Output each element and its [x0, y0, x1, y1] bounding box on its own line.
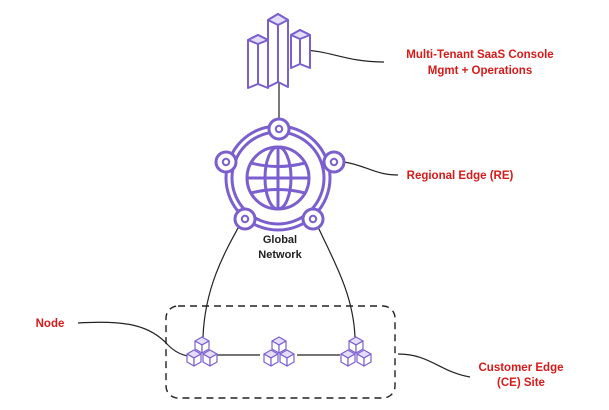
ring-node-bottom-left [233, 207, 257, 231]
connectors [77, 49, 471, 378]
ce-site-label-2: (CE) Site [497, 377, 545, 389]
saas-leader-line [299, 49, 385, 63]
globe-icon [245, 145, 311, 211]
node-label: Node [36, 318, 65, 330]
cube-cluster-icon-left [187, 337, 217, 366]
global-to-right-node-line [313, 217, 356, 338]
ring-node-right [322, 150, 346, 174]
global-network-label-1: Global [263, 234, 297, 246]
global-to-left-node-line [202, 218, 244, 338]
cube-cluster-icon-right [341, 337, 371, 366]
buildings-icon [247, 13, 311, 89]
cube-cluster-icon-middle [264, 337, 294, 366]
saas-mgmt-label: Mgmt + Operations [428, 65, 532, 77]
ring-node-left [214, 150, 238, 174]
saas-console-label: Multi-Tenant SaaS Console [406, 49, 553, 61]
ce-leader-line [397, 353, 471, 378]
ring-node-bottom-right [301, 207, 325, 231]
regional-edge-label: Regional Edge (RE) [407, 170, 514, 182]
customer-edge-site-box [165, 305, 396, 399]
global-network-label-2: Network [258, 249, 302, 261]
ring-node-top [267, 117, 291, 141]
ce-site-label-1: Customer Edge [479, 362, 564, 374]
node-leader-line [77, 321, 189, 357]
re-leader-line [343, 161, 399, 176]
